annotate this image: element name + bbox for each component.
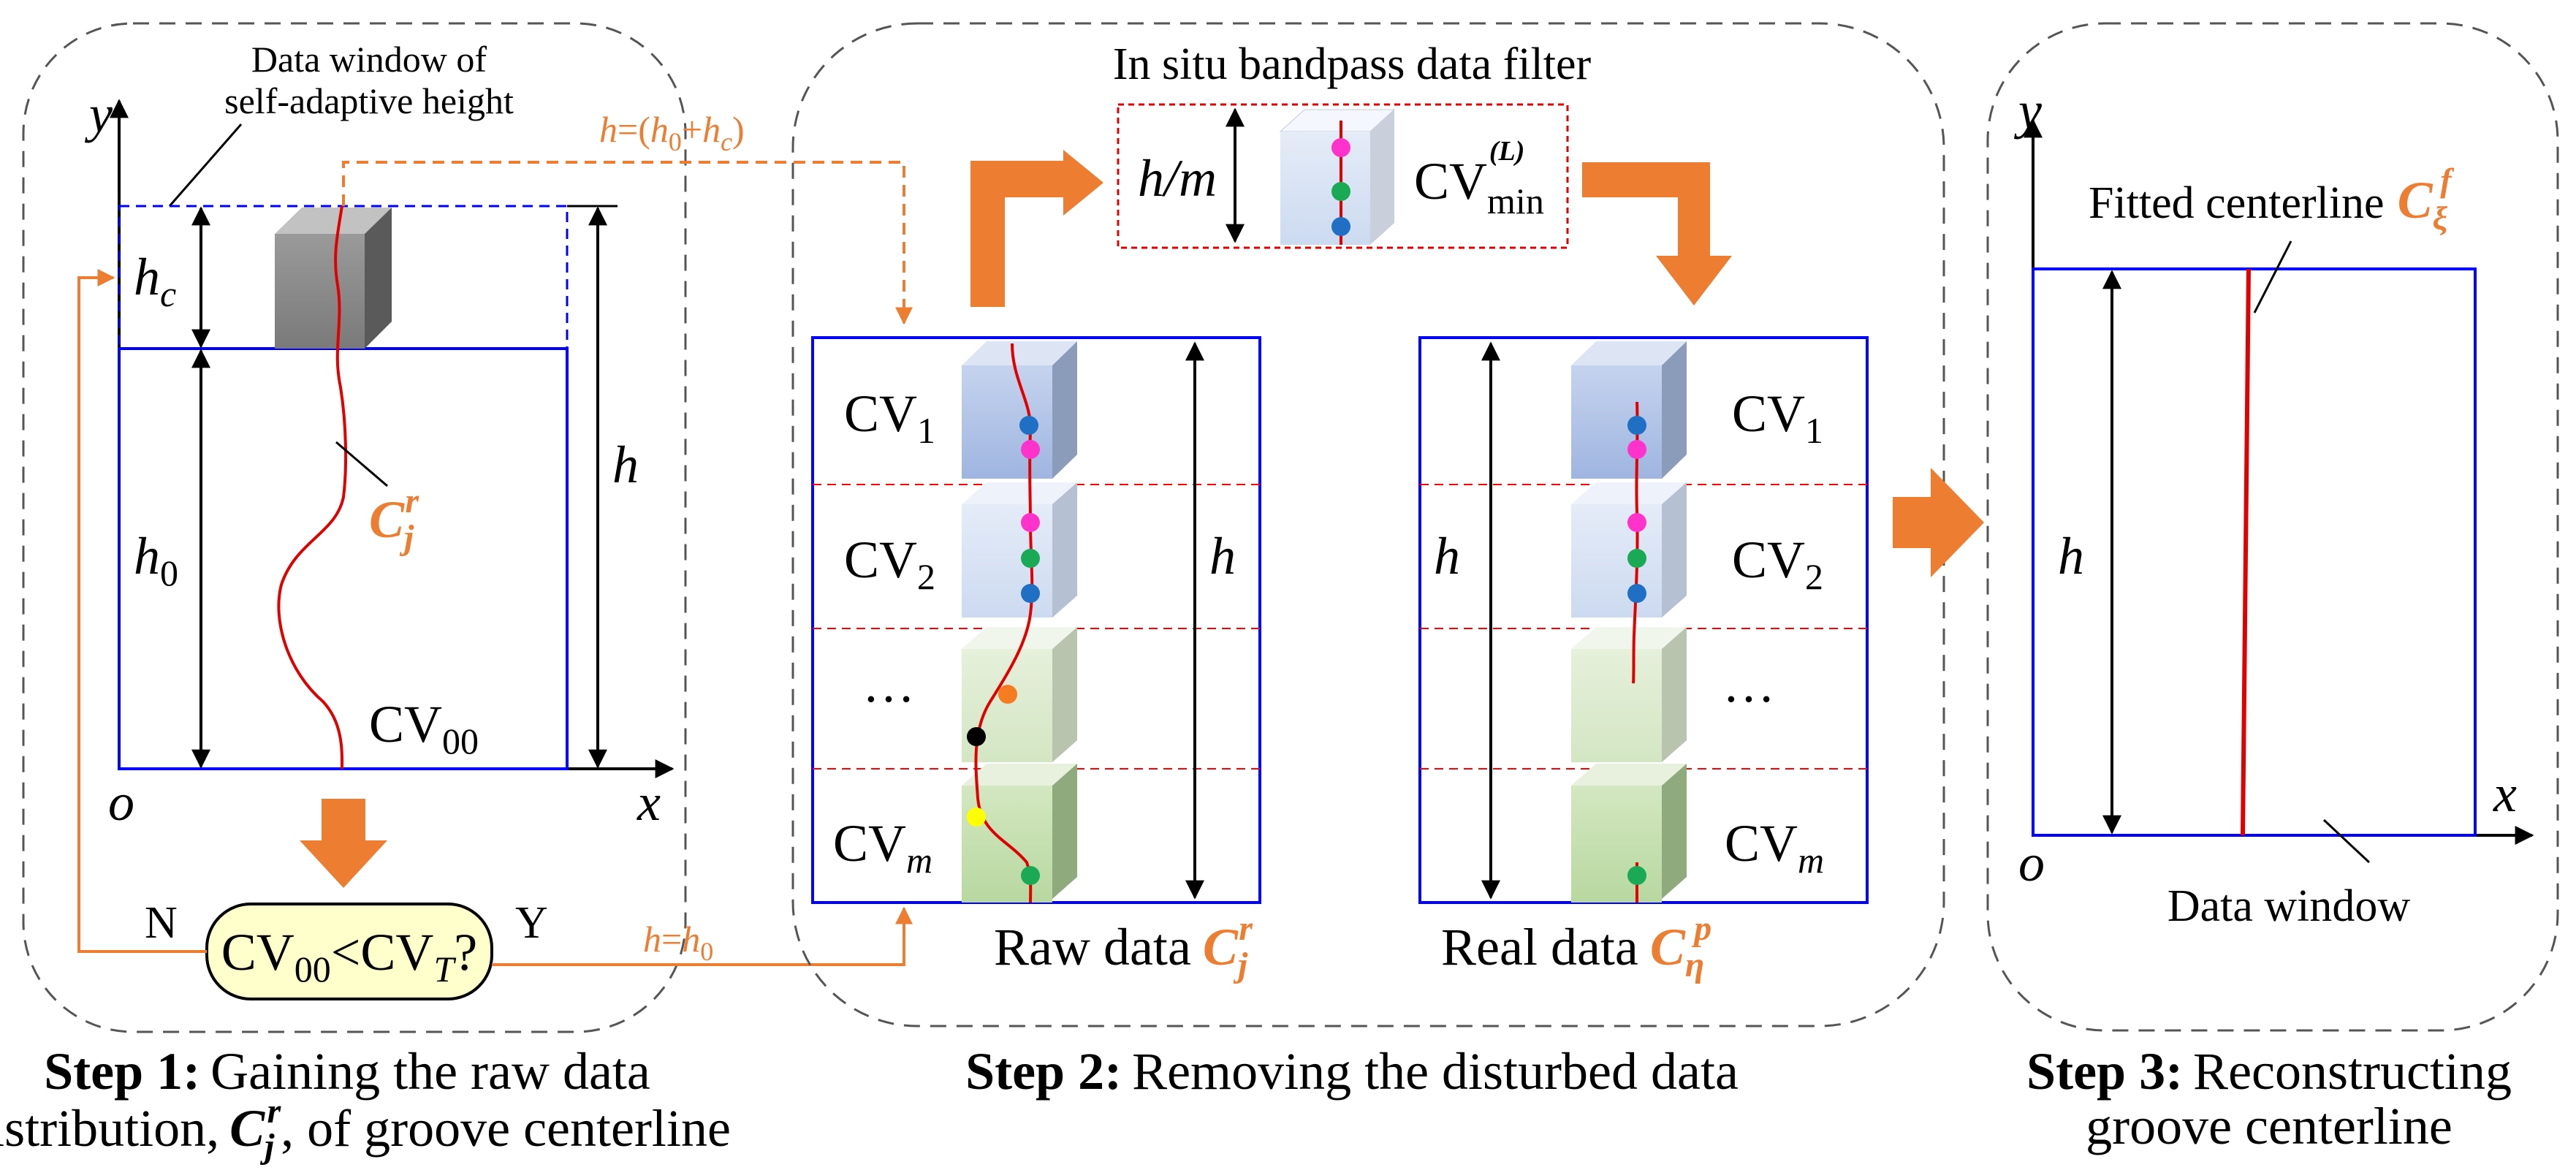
raw-point — [1021, 440, 1040, 459]
step3-data-window — [2032, 267, 2477, 837]
step1-hc-label: hc — [134, 248, 176, 314]
real-ellipsis-label: … — [1722, 655, 1775, 713]
step3-frame — [1986, 22, 2559, 1032]
step3-x-axis-label: x — [2493, 764, 2517, 823]
step1-callout-line1: Data window of — [251, 39, 487, 80]
raw-point — [1021, 584, 1040, 603]
feedback-connector: h=(h0+hc) — [342, 109, 913, 325]
step1-no-feedback-path — [77, 269, 207, 953]
step2-to-step3-arrow — [1893, 468, 1984, 577]
step1-caption-line1: Step 1:Gaining the raw data — [44, 1042, 650, 1101]
raw-point — [998, 685, 1017, 704]
step1-origin-label: o — [108, 773, 134, 832]
raw-window: CV1 CV2 … CVm h — [811, 336, 1261, 904]
real-point — [1627, 416, 1646, 435]
real-window: CV1 CV2 … CVm h — [1418, 336, 1869, 904]
pass-connector: h=h0 — [492, 906, 913, 966]
raw-point — [1021, 866, 1040, 885]
step1-h-label: h — [612, 436, 639, 494]
raw-ellipsis-label: … — [862, 655, 915, 713]
real-point — [1627, 440, 1646, 459]
formula-h0-plus-hc: h=(h0+hc) — [599, 109, 745, 156]
step1-callout-line2: self-adaptive height — [224, 80, 514, 121]
raw-cvm-label: CVm — [833, 814, 932, 881]
raw-data-centerline — [974, 343, 1034, 903]
step1-gray-cube — [275, 208, 392, 349]
fitted-centerline-leader — [2253, 240, 2292, 314]
step1-callout-leader — [168, 124, 243, 207]
real-cv1-label: CV1 — [1732, 384, 1823, 451]
real-cube-1 — [1571, 341, 1687, 479]
step1-h0-label: h0 — [134, 527, 178, 593]
real-point — [1627, 866, 1646, 885]
raw-to-filter-arrow-body — [970, 161, 1063, 307]
step1-raw-centerline — [277, 205, 348, 770]
step3-origin-label: o — [2018, 834, 2045, 892]
step3-y-axis-label: y — [2013, 81, 2042, 140]
raw-point — [1021, 549, 1040, 568]
step1-panel: Data window of self-adaptive height y x … — [0, 22, 731, 1166]
filter-cv-label: CVmin(L) — [1414, 136, 1544, 221]
raw-cube-2 — [962, 482, 1077, 618]
step3-caption-line2: groove centerline — [2086, 1097, 2452, 1155]
real-cv2-label: CV2 — [1732, 531, 1823, 597]
formula-h-equals-h0: h=h0 — [643, 919, 713, 966]
raw-cube-4 — [962, 764, 1077, 903]
raw-cv2-label: CV2 — [844, 531, 935, 597]
step1-curve-label: Cjr — [369, 482, 419, 557]
raw-point — [967, 727, 986, 746]
filter-title: In situ bandpass data filter — [1113, 39, 1592, 89]
step1-curve-leader — [335, 441, 388, 487]
filter-ratio-label: h/m — [1138, 149, 1217, 208]
data-window-leader — [2322, 818, 2371, 864]
data-window-label: Data window — [2167, 881, 2411, 931]
step1-down-arrow — [300, 799, 387, 888]
real-cube-2 — [1571, 482, 1687, 618]
step3-h-label: h — [2058, 527, 2084, 585]
raw-h-label: h — [1209, 527, 1236, 585]
real-point — [1627, 584, 1646, 603]
step1-decision-text: CV00<CVT? — [221, 923, 477, 989]
filter-to-real-arrow — [1582, 162, 1732, 305]
raw-cube-1 — [962, 341, 1077, 479]
step3-caption-line1: Step 3:Reconstructing — [2026, 1042, 2512, 1101]
real-cvm-label: CVm — [1725, 814, 1824, 881]
raw-point — [1019, 416, 1038, 435]
raw-point — [1021, 513, 1040, 532]
step1-x-axis-label: x — [637, 773, 661, 832]
step1-no-label: N — [145, 898, 178, 948]
step1-caption-line2: distribution,Cjr, of groove centerline — [0, 1092, 731, 1166]
step2-panel: In situ bandpass data filter h/m CVmin(L… — [791, 22, 1945, 1101]
real-cube-4 — [1571, 764, 1687, 903]
step1-frame — [22, 22, 687, 1033]
raw-point — [967, 808, 986, 827]
step3-fitted-centerline — [2241, 268, 2251, 836]
filter-cube — [1279, 109, 1396, 245]
real-point — [1627, 513, 1646, 532]
step1-cv00-label: CV00 — [369, 695, 479, 761]
real-h-label: h — [1434, 527, 1460, 585]
real-cube-3 — [1571, 627, 1687, 762]
step1-yes-label: Y — [515, 898, 548, 948]
step2-caption: Step 2:Removing the disturbed data — [965, 1042, 1739, 1101]
real-point — [1627, 549, 1646, 568]
step1-y-axis-label: y — [84, 85, 113, 143]
raw-cv1-label: CV1 — [844, 384, 935, 451]
